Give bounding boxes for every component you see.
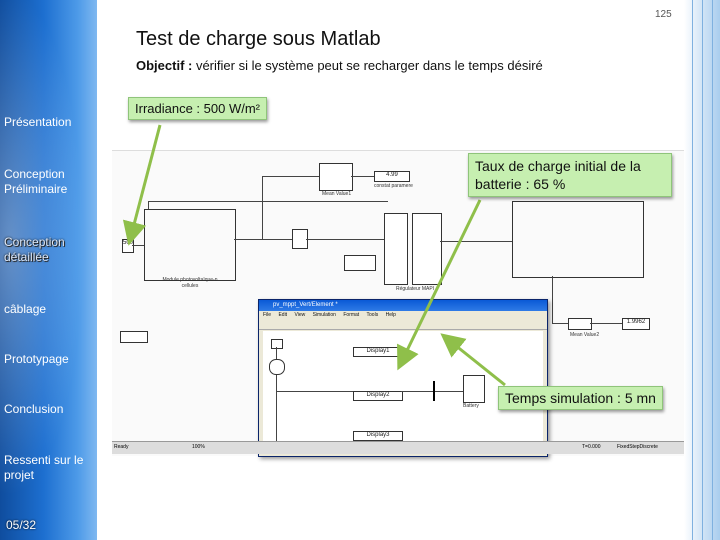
sidebar-item-conclusion[interactable]: Conclusion [4,402,64,416]
display-c: Display3 [353,431,403,441]
clock-block [120,331,148,343]
menu-format[interactable]: Format [343,312,360,318]
sidebar-item-presentation[interactable]: Présentation [4,115,72,129]
simulink-model-window: pv_mppt_Vert/Element * File Edit View Si… [258,299,548,457]
menu-tools[interactable]: Tools [366,312,379,318]
mean-label: Mean Value1 [322,191,352,197]
callout-charge: Taux de charge initial de la batterie : … [468,153,672,197]
menu-edit[interactable]: Edit [278,312,288,318]
display-block-1: 4.99 [374,171,410,182]
menu-bar: File Edit View Simulation Format Tools H… [259,311,547,319]
status-right-2: FixedStepDiscrete [617,444,658,450]
slide-title: Test de charge sous Matlab [136,28,381,50]
right-decoration [684,0,720,540]
objective-body: vérifier si le système peut se recharger… [192,58,543,73]
regulator-label: Régulateur MAPI [396,286,435,292]
regulator-block [412,213,442,285]
sidebar-item-conception-detaillee[interactable]: Conception détaillée [4,235,65,264]
display-b: Display2 [353,391,403,401]
status-bar: Ready 100% T=0.000 FixedStepDiscrete [112,441,684,454]
menu-view[interactable]: View [294,312,306,318]
const-label: constat paramere [374,183,413,189]
sidebar-glow [0,0,97,540]
sidebar: Présentation Conception Préliminaire Con… [0,0,97,540]
converter-block [384,213,408,285]
callout-irradiance: Irradiance : 500 W/m² [128,97,267,120]
status-left: Ready [114,444,129,450]
menu-file[interactable]: File [263,312,272,318]
mean-block-2 [568,318,592,330]
pv-module-block [144,209,236,281]
status-mid: 100% [192,444,205,450]
callout-simulation: Temps simulation : 5 mn [498,386,663,410]
objective-text: Objectif : vérifier si le système peut s… [136,58,543,73]
arrow-simulation [440,333,506,387]
signal-block [344,255,376,271]
toolbar[interactable] [259,319,547,330]
page-number: 125 [655,9,672,20]
sidebar-item-ressenti[interactable]: Ressenti sur le projet [4,453,84,482]
sidebar-item-cablage[interactable]: câblage [4,302,47,316]
battery-subsystem [512,201,644,278]
mean-label-2: Mean Value2 [570,332,600,338]
window-title: pv_mppt_Vert/Element * [259,300,547,311]
menu-simulation[interactable]: Simulation [312,312,336,318]
arrow-charge [397,199,482,371]
arrow-irradiance [122,124,162,246]
pv-module-label: Module photovoltaïque-n cellules [162,277,218,289]
sidebar-item-conception-preliminaire[interactable]: Conception Préliminaire [4,167,68,196]
battery-label: Battery [463,403,479,409]
source-block [269,359,285,375]
sidebar-item-prototypage[interactable]: Prototypage [4,352,69,366]
status-right: T=0.000 [582,444,601,450]
mean-block [319,163,353,191]
display-block-2: 1.9962 [622,318,650,330]
conn-block [271,339,283,349]
objective-label: Objectif : [136,58,193,73]
slide-counter: 05/32 [6,518,37,532]
battery-block [463,375,485,403]
menu-help[interactable]: Help [385,312,396,318]
